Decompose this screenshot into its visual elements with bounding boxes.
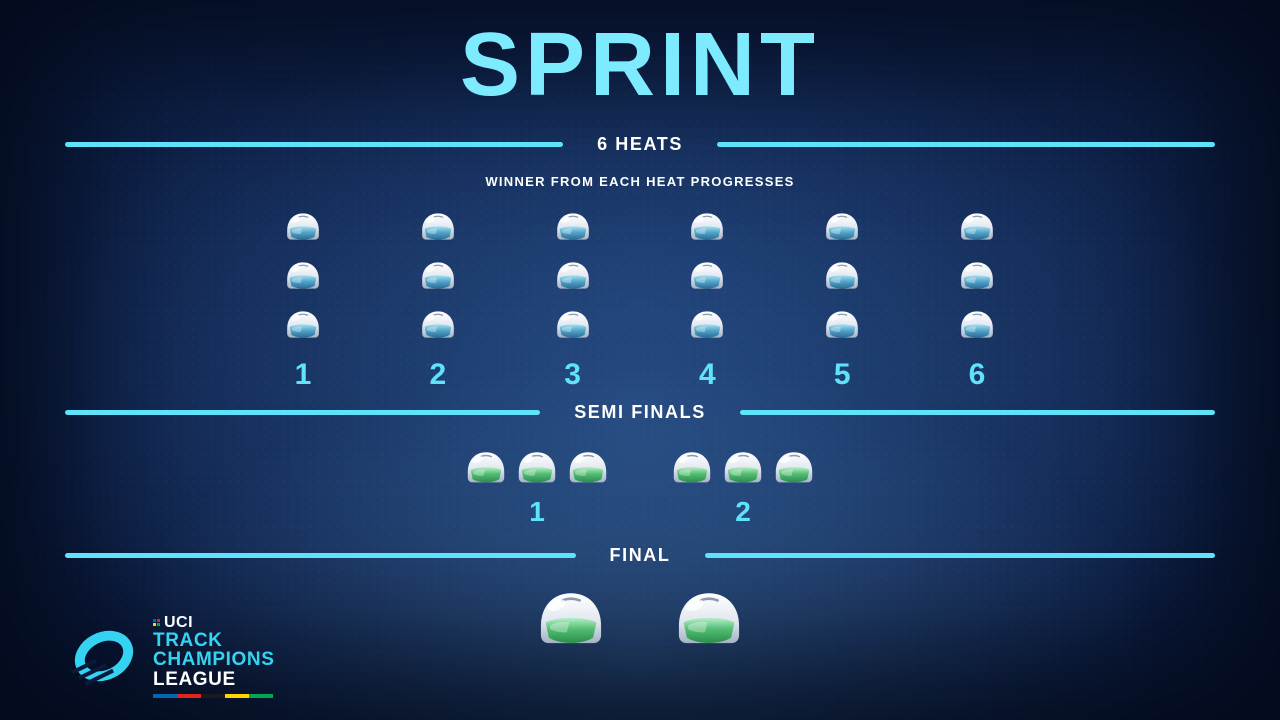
semifinals-label: SEMI FINALS [574,402,706,422]
semifinals-grid: 1 2 [0,446,1280,526]
divider-line [65,410,541,415]
rider-helmet-icon [671,583,747,659]
rider-helmet-icon [553,257,593,297]
heat-number: 5 [833,358,851,391]
tcl-logo-icon [71,631,134,687]
final-label: FINAL [609,545,671,565]
rider-helmet-icon [669,446,715,492]
rider-helmet-icon [283,208,323,248]
rider-helmet-icon [463,446,509,492]
divider-line [704,553,1215,558]
semifinal-group: 2 [669,446,817,526]
heat-number: 3 [564,358,581,391]
logo-track-label: TRACK [153,629,223,651]
heat-column: 2 [403,208,473,390]
semifinal-helmets [463,446,611,492]
divider-line [65,142,564,147]
uci-mark-icon [153,619,160,627]
heats-grid: 1 2 3 4 5 6 [268,208,1012,390]
heats-subtitle: WINNER FROM EACH HEAT PROGRESSES [485,174,795,189]
rider-helmet-icon [687,306,727,346]
rider-helmet-icon [553,306,593,346]
tcl-logo-text: UCI TRACK CHAMPIONS LEAGUE [153,613,275,698]
heats-label: 6 HEATS [597,134,683,154]
divider-line [65,553,576,558]
semifinal-helmets [669,446,817,492]
uci-label: UCI [164,613,194,631]
rider-helmet-icon [283,257,323,297]
rider-helmet-icon [565,446,611,492]
heat-column: 6 [942,208,1012,390]
rider-helmet-icon [822,306,862,346]
semifinal-number: 1 [529,496,545,527]
page-title: SPRINT [459,15,821,115]
logo-league-label: LEAGUE [153,668,236,690]
final-header: FINAL [65,545,1215,566]
rider-helmet-icon [533,583,609,659]
rider-helmet-icon [687,208,727,248]
heat-column: 4 [672,208,742,390]
rider-helmet-icon [957,257,997,297]
uci-wordmark: UCI [153,613,275,631]
rider-helmet-icon [283,306,323,346]
semifinal-number: 2 [735,496,751,527]
divider-line [716,142,1216,147]
uci-colors-strip [153,694,273,698]
semifinal-group: 1 [463,446,611,526]
heat-number: 6 [968,358,986,391]
rider-helmet-icon [418,208,458,248]
rider-helmet-icon [418,306,458,346]
heat-number: 4 [699,358,716,391]
tcl-logo: UCI TRACK CHAMPIONS LEAGUE [68,613,275,698]
rider-helmet-icon [418,257,458,297]
rider-helmet-icon [687,257,727,297]
rider-helmet-icon [720,446,766,492]
semifinals-header: SEMI FINALS [65,402,1216,423]
rider-helmet-icon [822,257,862,297]
heat-number: 1 [294,358,312,391]
heat-column: 3 [538,208,608,390]
logo-champions-label: CHAMPIONS [153,649,275,671]
heat-number: 2 [429,358,447,391]
rider-helmet-icon [771,446,817,492]
rider-helmet-icon [553,208,593,248]
rider-helmet-icon [514,446,560,492]
rider-helmet-icon [822,208,862,248]
rider-helmet-icon [957,306,997,346]
heats-header: 6 HEATS [65,134,1216,155]
heat-column: 5 [807,208,877,390]
rider-helmet-icon [957,208,997,248]
divider-line [739,410,1216,415]
heat-column: 1 [268,208,338,390]
